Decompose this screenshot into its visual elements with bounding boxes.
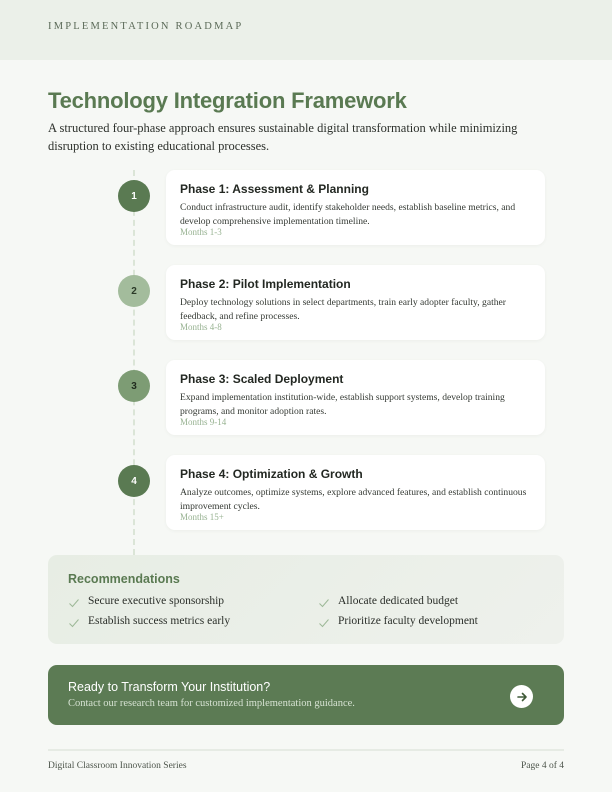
phase-title: Phase 2: Pilot Implementation [180,277,351,291]
phase-number-badge: 3 [118,370,150,402]
phase-description: Analyze outcomes, optimize systems, expl… [180,487,527,512]
phase-card: Phase 4: Optimization & Growth Analyze o… [166,455,545,530]
phase-number-badge: 2 [118,275,150,307]
phase-number-badge: 4 [118,465,150,497]
page-subtitle: A structured four-phase approach ensures… [48,121,518,153]
phase-title: Phase 3: Scaled Deployment [180,372,344,386]
phase-card: Phase 1: Assessment & Planning Conduct i… [166,170,545,245]
phase-card: Phase 2: Pilot Implementation Deploy tec… [166,265,545,340]
arrow-right-icon[interactable] [510,685,533,708]
phase-4: 4 Phase 4: Optimization & Growth Analyze… [117,455,547,531]
phase-3: 3 Phase 3: Scaled Deployment Expand impl… [117,360,547,436]
cta-title: Ready to Transform Your Institution? [68,680,271,694]
check-icon [68,617,82,631]
phase-title: Phase 1: Assessment & Planning [180,182,369,196]
header-label: IMPLEMENTATION ROADMAP [48,21,244,32]
phase-number-badge: 1 [118,180,150,212]
footer-divider [48,749,564,751]
phase-months: Months 4-8 [180,322,222,332]
phase-2: 2 Phase 2: Pilot Implementation Deploy t… [117,265,547,341]
phase-1: 1 Phase 1: Assessment & Planning Conduct… [117,170,547,246]
header-band: IMPLEMENTATION ROADMAP [0,0,612,60]
phase-months: Months 9-14 [180,417,227,427]
recommendation-text: Establish success metrics early [88,615,231,627]
recommendation-item: Prioritize faculty development [318,615,548,631]
recommendation-item: Establish success metrics early [68,615,298,631]
recommendation-item: Allocate dedicated budget [318,595,548,611]
footer-page-number: Page 4 of 4 [520,761,564,771]
phase-card: Phase 3: Scaled Deployment Expand implem… [166,360,545,435]
recommendations-panel: Recommendations Secure executive sponsor… [48,555,564,644]
recommendation-text: Secure executive sponsorship [88,595,225,607]
recommendation-text: Prioritize faculty development [338,615,478,627]
check-icon [318,617,332,631]
recommendation-text: Allocate dedicated budget [338,595,459,607]
phase-months: Months 15+ [180,512,224,522]
phase-months: Months 1-3 [180,227,222,237]
check-icon [318,597,332,611]
phase-description: Expand implementation institution-wide, … [180,392,505,417]
recommendation-item: Secure executive sponsorship [68,595,298,611]
check-icon [68,597,82,611]
page-title: Technology Integration Framework [48,88,407,113]
phase-description: Conduct infrastructure audit, identify s… [180,202,516,227]
phase-title: Phase 4: Optimization & Growth [180,467,363,481]
timeline-connector [133,170,135,555]
footer-series: Digital Classroom Innovation Series [48,761,187,771]
cta-subtitle: Contact our research team for customized… [68,698,355,709]
recommendations-title: Recommendations [68,572,180,586]
phase-description: Deploy technology solutions in select de… [180,297,506,322]
cta-banner[interactable]: Ready to Transform Your Institution? Con… [48,665,564,725]
